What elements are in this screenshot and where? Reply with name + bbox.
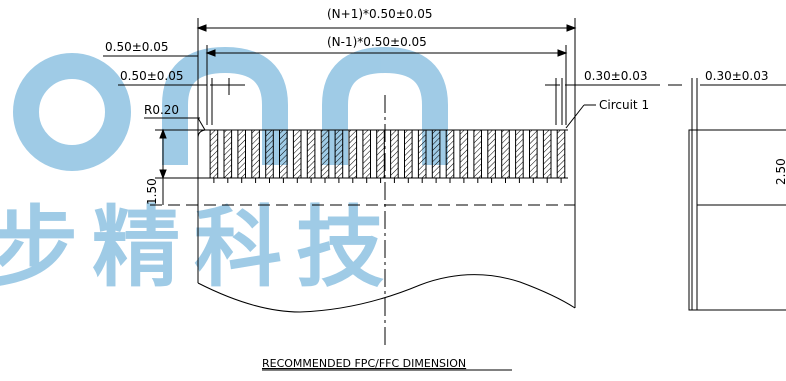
contact-pad (279, 129, 288, 179)
dimension-lines (103, 18, 786, 206)
contact-pad (251, 129, 260, 179)
dim-lead-width: 0.30±0.03 (584, 69, 648, 83)
contact-pad (529, 129, 538, 179)
contact-pads (209, 129, 566, 183)
dim-pitch-second: 0.50±0.05 (120, 69, 184, 83)
contact-pad (390, 129, 399, 179)
watermark-n-glyph (162, 46, 288, 165)
side-view (688, 129, 786, 311)
contact-pad (223, 129, 233, 179)
contact-pad (404, 129, 413, 179)
dim-side-height: 2.50 (774, 158, 786, 185)
contact-pad (556, 129, 566, 179)
contact-pad (473, 129, 482, 179)
contact-pad (431, 129, 441, 179)
watermark: 步精科技 (0, 46, 448, 299)
contact-pad (237, 129, 246, 179)
contact-pad (515, 129, 524, 179)
dim-contact-length: 1.50 (145, 178, 159, 205)
contact-pad (320, 129, 330, 179)
contact-pad (376, 129, 385, 179)
contact-pad (334, 129, 344, 179)
contact-pad (306, 129, 316, 179)
watermark-cjk: 步精科技 (0, 196, 398, 299)
label-circuit: Circuit 1 (599, 98, 649, 112)
contact-pad (265, 129, 274, 179)
dim-side-thickness: 0.30±0.03 (705, 69, 769, 83)
contact-pad (459, 129, 469, 179)
contact-pad (542, 129, 552, 179)
contact-pad (292, 129, 302, 179)
contact-pad (487, 129, 496, 179)
dim-corner-radius: R0.20 (144, 103, 179, 117)
contact-pad (362, 129, 371, 179)
dim-pitch-top: 0.50±0.05 (105, 40, 169, 54)
drawing-caption: RECOMMENDED FPC/FFC DIMENSION (262, 357, 466, 370)
contact-pad (348, 129, 358, 179)
dim-inner-width: (N-1)*0.50±0.05 (327, 35, 427, 49)
dim-overall-width: (N+1)*0.50±0.05 (327, 7, 433, 21)
contact-pad (445, 129, 455, 179)
watermark-o-glyph (13, 53, 131, 171)
contact-pad (417, 129, 427, 179)
contact-pad (501, 129, 510, 179)
contact-pad (209, 129, 219, 179)
watermark-n2-glyph (322, 46, 448, 165)
